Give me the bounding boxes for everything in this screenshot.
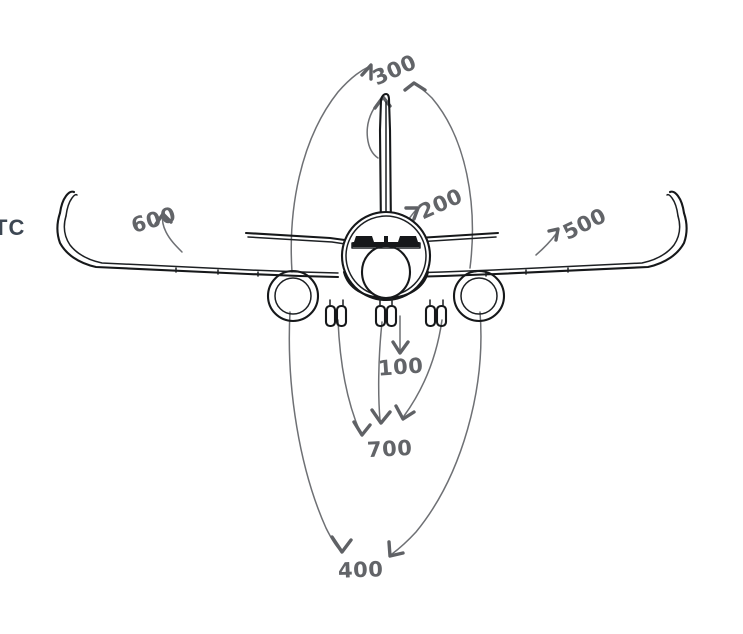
cockpit-window-left: [354, 236, 374, 242]
cockpit-window-right: [398, 236, 418, 242]
right-engine-pylon: [471, 270, 480, 273]
right-winglet-inner: [666, 193, 679, 217]
arrowhead-700-right: [394, 404, 416, 421]
arrowhead-300-right: [403, 81, 427, 92]
left-winglet-inner: [65, 193, 78, 217]
nose-landing-gear: [374, 297, 398, 328]
callout-label-400: 400: [337, 557, 384, 583]
arrowhead-600: [154, 212, 173, 226]
right-main-landing-gear: [424, 299, 448, 328]
arrowhead-700-left: [352, 420, 372, 437]
callout-label-700: 700: [366, 435, 413, 463]
arrowhead-400-right: [387, 540, 405, 558]
leader-700-center: [377, 321, 383, 421]
cockpit-window-band: [352, 242, 420, 247]
nose-radome: [360, 244, 412, 300]
leader-600: [161, 215, 183, 253]
cockpit-window-frame: [351, 242, 421, 249]
arrowhead-300-left: [360, 63, 373, 81]
arrowhead-500: [547, 227, 560, 242]
leader-700-right: [403, 319, 443, 417]
leader-400-right: [391, 311, 482, 555]
vertical-stabilizer-right-edge: [387, 98, 393, 234]
right-wing-lower-edge: [407, 215, 681, 274]
vertical-stabilizer-tip: [379, 92, 391, 102]
corner-label-tc: TC: [0, 215, 26, 240]
arrowhead-700-center: [370, 408, 392, 425]
leader-400-left: [288, 311, 341, 551]
arrowhead-200: [404, 206, 420, 221]
left-wing-lower-edge: [63, 215, 339, 274]
right-wing-upper-edge: [406, 211, 688, 279]
left-engine-nacelle-inner: [274, 277, 312, 315]
right-engine-nacelle-inner: [460, 277, 498, 315]
leader-lines-group: [154, 63, 560, 558]
left-winglet: [58, 190, 76, 215]
callout-label-100: 100: [377, 353, 425, 381]
aircraft-outline-group: [56, 92, 688, 328]
leader-700-left: [337, 319, 361, 433]
left-engine-pylon: [292, 270, 301, 273]
arrowhead-300-tail-hook: [373, 95, 392, 110]
vertical-stabilizer-left-edge: [378, 98, 383, 234]
left-wing-upper-edge: [56, 211, 340, 279]
leader-300-left: [290, 65, 371, 273]
left-main-landing-gear: [324, 299, 348, 328]
cockpit-window-center-post: [384, 236, 388, 243]
arrowhead-100: [391, 340, 410, 355]
leader-500: [535, 233, 557, 256]
right-winglet: [668, 190, 686, 215]
arrowhead-400-left: [330, 535, 353, 554]
